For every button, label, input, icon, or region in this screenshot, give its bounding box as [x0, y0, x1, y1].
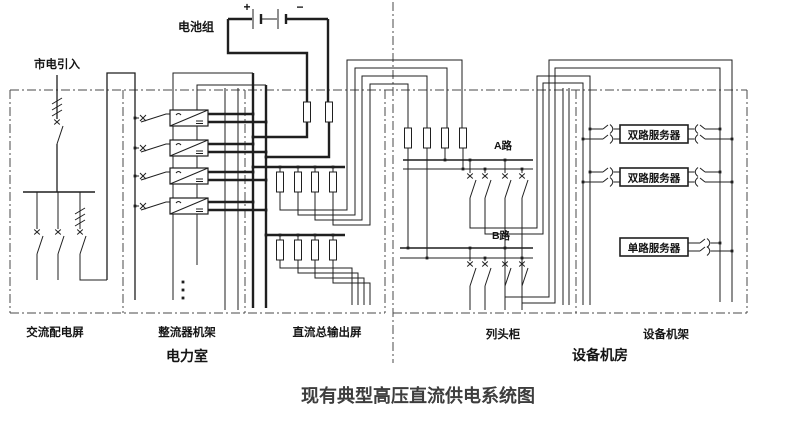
rectifier-rack-label: 整流器机架 — [157, 325, 216, 339]
breaker-icon — [501, 173, 512, 199]
battery-group-label: 电池组 — [178, 19, 214, 34]
fuse-icon — [329, 171, 337, 193]
server-box — [619, 124, 689, 144]
power-room-label: 电力室 — [166, 348, 208, 364]
breaker-icon — [33, 229, 44, 255]
diagram-title: 现有典型高压直流供电系统图 — [301, 385, 535, 406]
fuse-icon — [276, 239, 284, 261]
equipment-room-label: 设备机房 — [572, 347, 628, 363]
room-boundaries — [9, 2, 748, 363]
fuse-icon — [423, 127, 431, 149]
breaker-icon — [466, 173, 477, 199]
ac-distribution-panel — [23, 75, 107, 281]
feed-b-wire — [332, 83, 409, 226]
fuse-icon — [311, 239, 319, 261]
plug-icon — [687, 167, 712, 177]
fuse-icon — [329, 239, 337, 261]
plug-icon — [596, 167, 621, 177]
equipment-rack-label: 设备机架 — [643, 327, 689, 341]
plug-icon — [596, 134, 621, 144]
server-box — [619, 167, 689, 187]
ac-panel-label: 交流配电屏 — [26, 325, 84, 339]
dual-server-label: 双路服务器 — [627, 129, 681, 142]
battery-fuse-icon — [303, 101, 311, 123]
rectifier-feed-riser — [106, 72, 136, 300]
dc-output-panel-label: 直流总输出屏 — [293, 325, 362, 339]
fuse-icon — [441, 127, 449, 149]
battery-plus-sign: + — [243, 0, 250, 14]
fuse-icon — [311, 171, 319, 193]
breaker-icon — [501, 261, 512, 287]
fuse-icon — [294, 171, 302, 193]
plug-icon — [693, 246, 718, 256]
fuse-icon — [404, 127, 412, 149]
equipment-rack — [562, 88, 732, 305]
plug-icon — [687, 124, 712, 134]
disconnector-icon — [74, 207, 86, 227]
fuse-icon — [459, 127, 467, 149]
breaker-icon — [481, 173, 492, 199]
dual-server-label: 双路服务器 — [627, 172, 681, 185]
server-box — [619, 237, 689, 257]
breaker-icon — [518, 261, 529, 287]
mains-input-label: 市电引入 — [34, 57, 80, 71]
rectifier-unit — [135, 197, 266, 215]
dual-server-1 — [583, 124, 732, 144]
breaker-icon — [518, 173, 529, 199]
single-server — [619, 237, 732, 257]
breaker-icon — [76, 229, 87, 255]
more-units-ellipsis-icon — [181, 280, 185, 300]
single-server-label: 单路服务器 — [628, 242, 681, 255]
rectifier-unit — [135, 139, 266, 157]
rectifier-unit — [135, 109, 266, 127]
feed-a-wire — [279, 59, 463, 211]
battery-group — [226, 9, 333, 159]
disconnector-icon — [51, 97, 63, 117]
feed-a-wire — [297, 67, 448, 216]
route-b-label: B路 — [492, 229, 511, 242]
plug-icon — [687, 177, 712, 187]
row-head-cabinet-label: 列头柜 — [486, 327, 521, 341]
fuse-icon — [276, 171, 284, 193]
rectifier-unit — [135, 167, 266, 185]
dc-bus-structure — [172, 72, 268, 310]
dual-server-2 — [583, 167, 732, 187]
breaker-icon — [466, 261, 477, 287]
rectifier-rack — [135, 109, 266, 300]
breaker-icon — [481, 261, 492, 287]
plug-icon — [693, 238, 718, 248]
battery-minus-sign: − — [296, 0, 303, 14]
row-head-cabinet — [400, 59, 733, 310]
breaker-icon — [53, 119, 64, 145]
battery-fuse-icon — [325, 101, 333, 123]
dc-output-panel — [253, 59, 463, 305]
battery-positive-wire — [226, 19, 309, 102]
plug-icon — [596, 124, 621, 134]
route-a-label: A路 — [494, 139, 513, 152]
fuse-icon — [294, 239, 302, 261]
plug-icon — [687, 134, 712, 144]
battery-icon — [228, 9, 328, 29]
plug-icon — [596, 177, 621, 187]
breaker-icon — [54, 229, 65, 255]
feed-b-wire — [314, 75, 428, 221]
